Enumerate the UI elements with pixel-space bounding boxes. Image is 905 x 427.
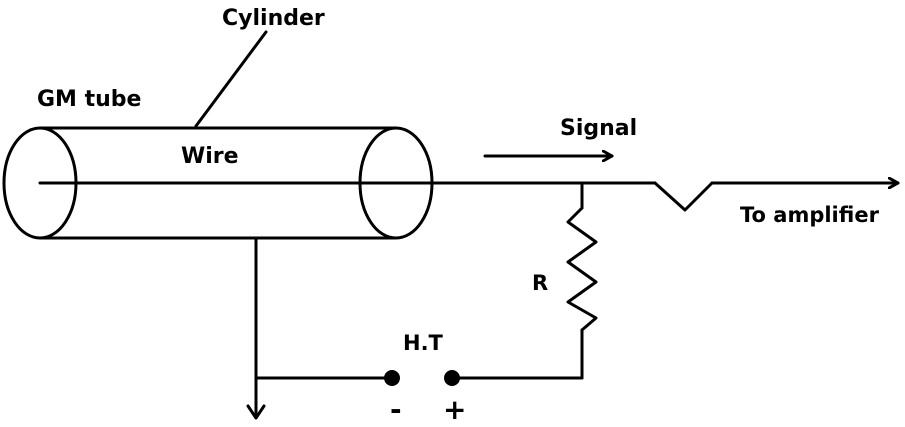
to-amplifier-label: To amplifier bbox=[740, 203, 880, 227]
gm-tube-label: GM tube bbox=[37, 87, 141, 112]
resistor-label: R bbox=[532, 271, 548, 295]
cylinder-label: Cylinder bbox=[222, 6, 325, 31]
high-tension-label: H.T bbox=[403, 331, 444, 355]
gm-tube-cylinder bbox=[2, 126, 434, 240]
negative-sign-label: - bbox=[390, 393, 402, 426]
cylinder-leader-line bbox=[194, 30, 268, 128]
resistor-symbol bbox=[566, 206, 598, 332]
signal-pulse-symbol bbox=[653, 181, 714, 212]
wire-label: Wire bbox=[181, 144, 239, 169]
signal-label: Signal bbox=[560, 116, 637, 141]
positive-terminal-dot bbox=[444, 370, 460, 386]
down-arrowhead bbox=[246, 404, 266, 420]
cylinder-return-path bbox=[246, 236, 394, 420]
positive-sign-label: + bbox=[443, 393, 466, 426]
negative-terminal-dot bbox=[384, 370, 400, 386]
resistor-branch bbox=[450, 181, 598, 380]
